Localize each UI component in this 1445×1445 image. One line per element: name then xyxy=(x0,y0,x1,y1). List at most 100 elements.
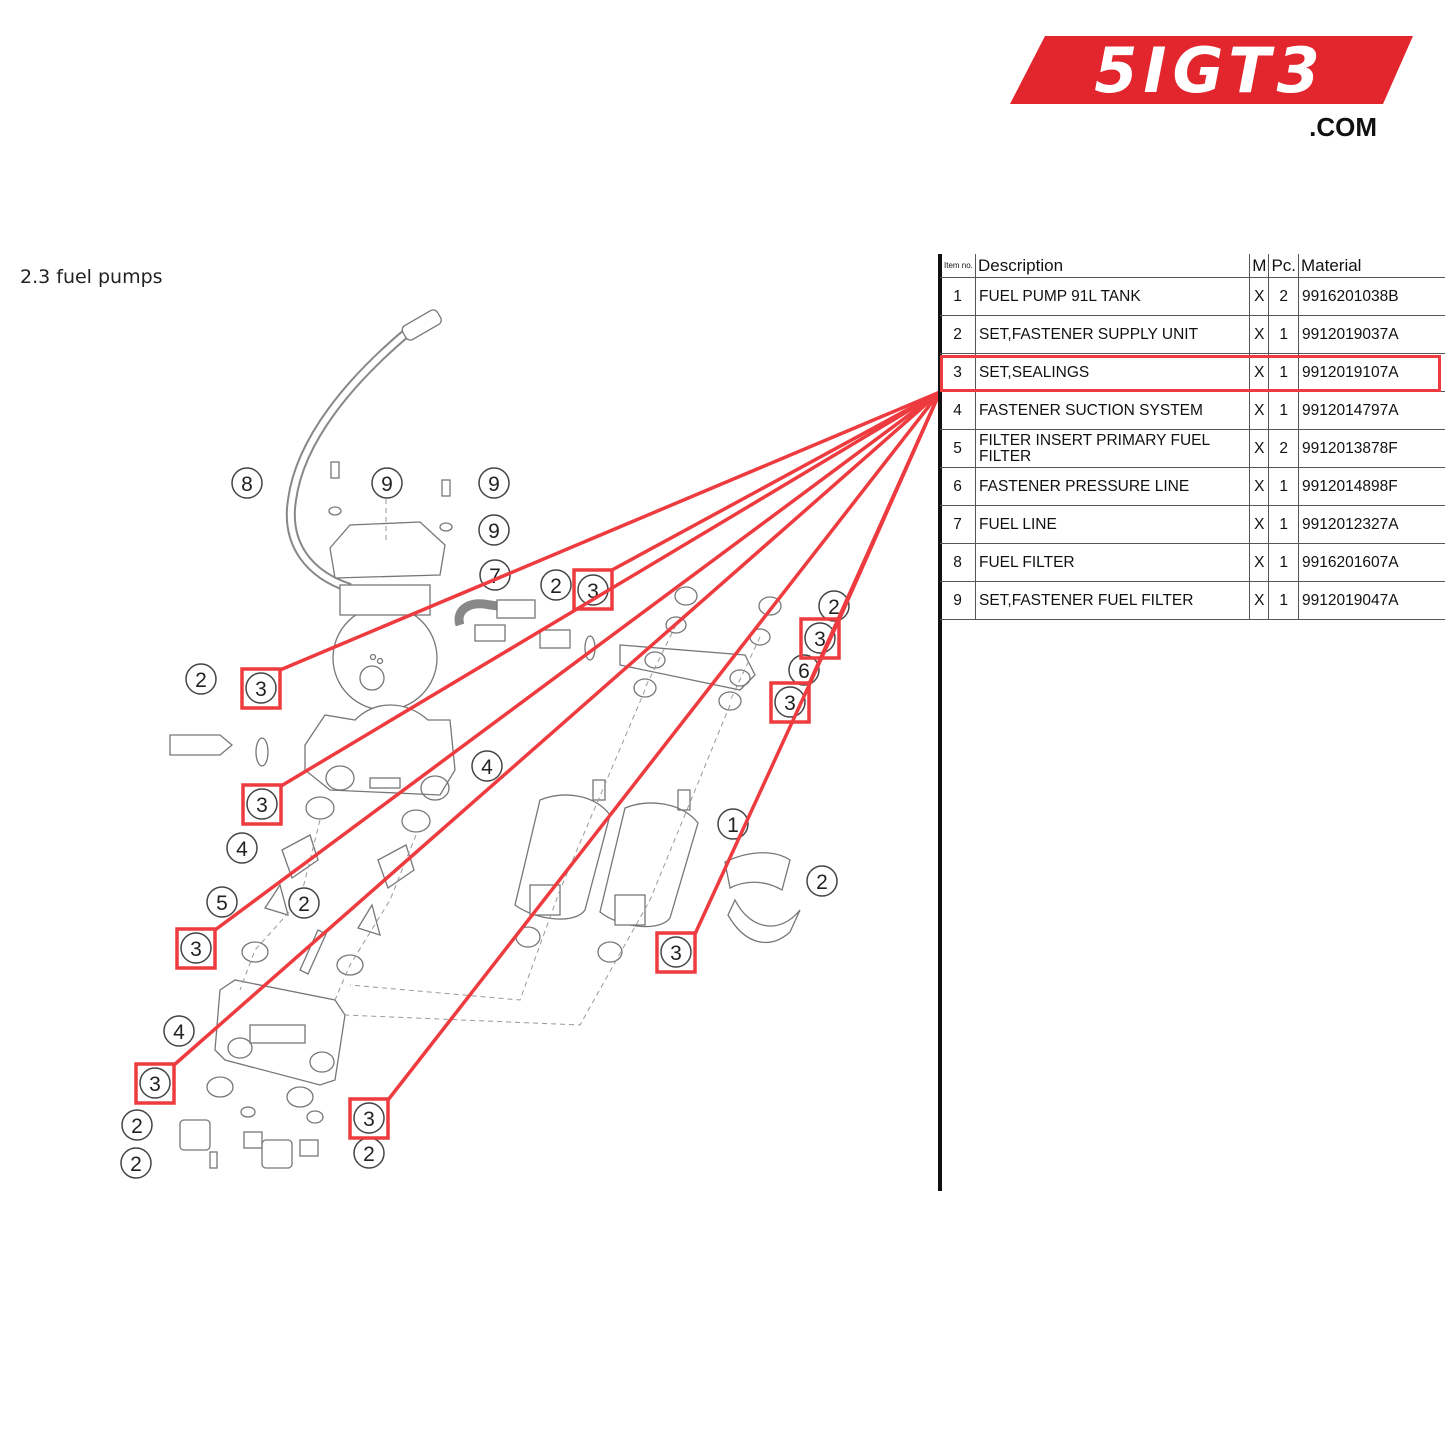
cell-description: SET,SEALINGS xyxy=(975,353,1251,392)
logo-domain: .COM xyxy=(1309,112,1377,142)
cell-pc: 1 xyxy=(1268,505,1299,544)
cell-m: X xyxy=(1249,429,1270,468)
svg-text:2: 2 xyxy=(298,893,310,916)
cell-description: FASTENER SUCTION SYSTEM xyxy=(975,391,1251,430)
callout-3: 3 xyxy=(139,1067,171,1099)
cell-material: 9912019047A xyxy=(1298,581,1445,620)
cell-description: FUEL PUMP 91L TANK xyxy=(975,277,1251,316)
cell-item-no: 5 xyxy=(940,429,976,468)
callout-3: 3 xyxy=(660,936,692,968)
callout-2: 2 xyxy=(806,865,838,897)
callout-5: 5 xyxy=(206,886,238,918)
leader-lines xyxy=(172,390,942,1102)
cell-m: X xyxy=(1249,505,1270,544)
svg-text:4: 4 xyxy=(481,756,493,779)
svg-text:3: 3 xyxy=(149,1073,161,1096)
svg-text:6: 6 xyxy=(798,660,810,683)
callout-9: 9 xyxy=(478,514,510,546)
cell-material: 9912013878F xyxy=(1298,429,1445,468)
header-m: M xyxy=(1249,254,1270,278)
cell-m: X xyxy=(1249,391,1270,430)
cell-m: X xyxy=(1249,543,1270,582)
callout-2: 2 xyxy=(185,663,217,695)
highlight-box xyxy=(241,783,283,826)
cell-item-no: 6 xyxy=(940,467,976,506)
svg-text:3: 3 xyxy=(190,938,202,961)
cell-item-no: 2 xyxy=(940,315,976,354)
highlight-boxes xyxy=(134,568,841,1140)
cell-description: FASTENER PRESSURE LINE xyxy=(975,467,1251,506)
header-item-no: Item no. xyxy=(940,254,976,278)
logo-graphic: 5IGT3 .COM xyxy=(1010,34,1413,142)
highlight-box xyxy=(240,667,282,710)
svg-text:3: 3 xyxy=(814,628,826,651)
callout-2: 2 xyxy=(540,569,572,601)
callout-1: 1 xyxy=(717,808,749,840)
header-pc: Pc. xyxy=(1268,254,1299,278)
svg-text:2: 2 xyxy=(130,1153,142,1176)
cell-item-no: 4 xyxy=(940,391,976,430)
cell-pc: 1 xyxy=(1268,581,1299,620)
highlight-box xyxy=(348,1097,390,1140)
fuel-filter-part xyxy=(329,521,446,711)
brand-logo[interactable]: 5IGT3 .COM xyxy=(1005,32,1415,142)
callout-9: 9 xyxy=(371,467,403,499)
callout-2: 2 xyxy=(353,1137,385,1169)
cell-item-no: 3 xyxy=(940,353,976,392)
callout-4: 4 xyxy=(471,750,503,782)
cell-item-no: 1 xyxy=(940,277,976,316)
cell-pc: 2 xyxy=(1268,277,1299,316)
svg-text:9: 9 xyxy=(488,473,500,496)
cell-description: SET,FASTENER SUPPLY UNIT xyxy=(975,315,1251,354)
fuel-pump-right xyxy=(599,789,699,928)
cell-material: 9912019037A xyxy=(1298,315,1445,354)
highlight-box xyxy=(175,927,217,970)
callout-8: 8 xyxy=(231,467,263,499)
callout-4: 4 xyxy=(163,1015,195,1047)
table-header-row: Item no. Description M Pc. Material xyxy=(940,254,1445,278)
svg-text:2: 2 xyxy=(828,596,840,619)
cell-m: X xyxy=(1249,467,1270,506)
svg-text:4: 4 xyxy=(173,1021,185,1044)
svg-text:2: 2 xyxy=(550,575,562,598)
cell-description: FUEL LINE xyxy=(975,505,1251,544)
cell-material: 9916201038B xyxy=(1298,277,1445,316)
highlight-box xyxy=(134,1062,176,1105)
cell-material: 9912014797A xyxy=(1298,391,1445,430)
cell-m: X xyxy=(1249,315,1270,354)
callout-4: 4 xyxy=(226,832,258,864)
cell-pc: 2 xyxy=(1268,429,1299,468)
cell-pc: 1 xyxy=(1268,543,1299,582)
callout-2: 2 xyxy=(121,1109,153,1141)
svg-text:3: 3 xyxy=(256,794,268,817)
header-description: Description xyxy=(975,254,1251,278)
cell-m: X xyxy=(1249,581,1270,620)
section-title: 2.3 fuel pumps xyxy=(20,266,163,288)
header-material: Material xyxy=(1298,254,1445,278)
cell-pc: 1 xyxy=(1268,467,1299,506)
svg-text:2: 2 xyxy=(195,669,207,692)
highlight-box xyxy=(769,681,811,724)
svg-text:3: 3 xyxy=(255,678,267,701)
callout-3: 3 xyxy=(246,788,278,820)
svg-text:3: 3 xyxy=(363,1108,375,1131)
cell-description: FUEL FILTER xyxy=(975,543,1251,582)
cell-description: SET,FASTENER FUEL FILTER xyxy=(975,581,1251,620)
svg-text:1: 1 xyxy=(727,814,739,837)
highlighted-row-outline xyxy=(940,355,1441,392)
callout-2: 2 xyxy=(288,887,320,919)
callout-3: 3 xyxy=(245,672,277,704)
svg-text:7: 7 xyxy=(489,565,501,588)
cell-item-no: 9 xyxy=(940,581,976,620)
svg-text:3: 3 xyxy=(670,942,682,965)
